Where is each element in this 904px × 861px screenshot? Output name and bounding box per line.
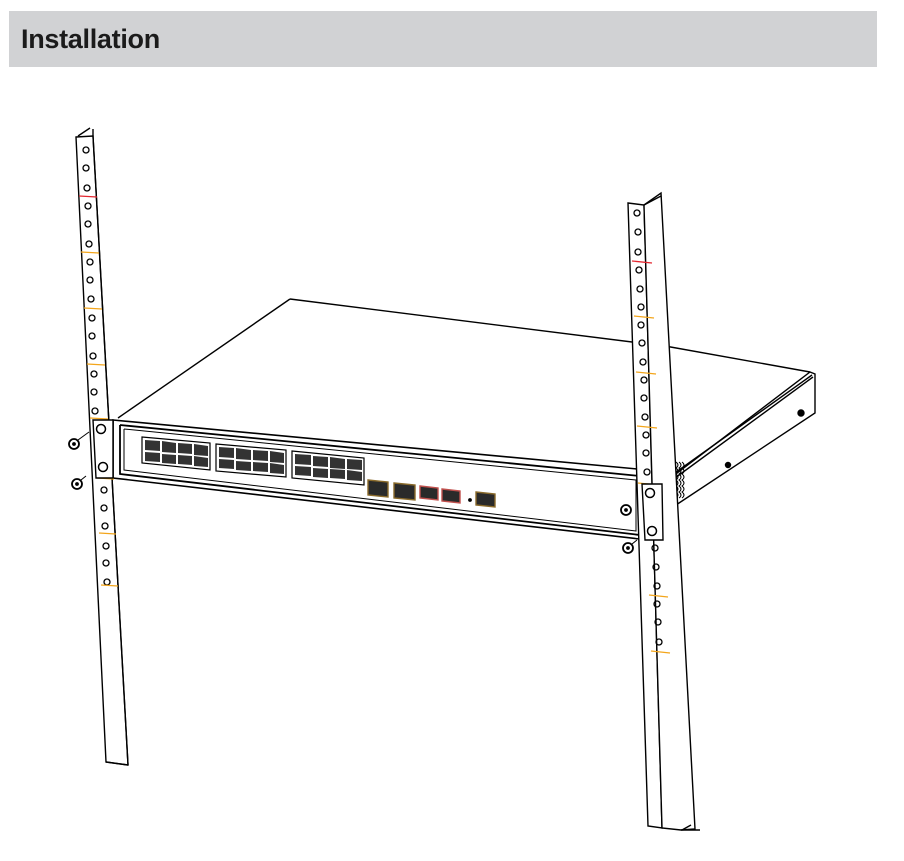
rj45-port-group-3 [291, 450, 365, 486]
installation-figure [0, 80, 904, 861]
screw-icon [620, 504, 632, 516]
screw-icon [622, 539, 638, 554]
mounting-bracket-left [92, 419, 114, 479]
uplink-rj45-port-2 [393, 482, 416, 501]
uplink-rj45-port-1 [367, 479, 389, 498]
status-led [468, 498, 472, 502]
rj45-port-group-2 [215, 443, 287, 478]
rack-rail-right [627, 191, 700, 831]
sfp-port-1 [419, 485, 439, 501]
section-title: Installation [21, 23, 160, 54]
mounting-bracket-right [641, 483, 664, 541]
console-port [475, 491, 496, 508]
switch-chassis [112, 298, 816, 541]
section-header: Installation [9, 11, 877, 67]
sfp-port-2 [441, 488, 461, 504]
screw-icon [71, 475, 87, 490]
screw-icon [68, 431, 90, 450]
rj45-port-group-1 [141, 436, 211, 471]
